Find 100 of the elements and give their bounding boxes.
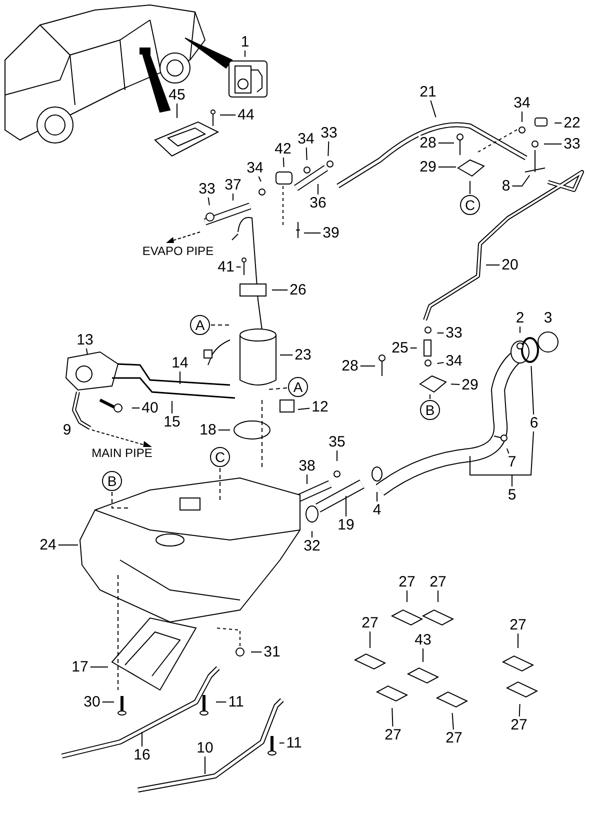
callout-number: 27 [510,718,528,732]
leader-line [280,354,294,356]
leader-line [204,756,206,774]
leader-line [486,264,500,266]
callout-number: 36 [308,196,328,210]
leader-line [376,492,378,502]
callout-number: 38 [298,458,316,474]
pipe-label: MAIN PIPE [90,447,154,459]
callout-number: 45 [168,88,186,102]
callout-number: 1 [240,34,250,50]
callout-number: 13 [76,332,94,348]
leader-line [306,474,308,484]
leader-line [422,648,424,662]
callout-number: 27 [360,616,380,630]
leader-line [450,384,460,386]
leader-line [220,114,236,116]
callout-number: 27 [444,730,464,746]
callout-number: 29 [418,160,438,174]
leader-line [258,176,262,182]
callout-number: 25 [390,340,410,356]
leader-line [282,157,284,168]
callout-number: 15 [162,414,182,430]
callout-number: 20 [500,258,520,272]
callout-number: 37 [224,178,242,192]
leader-line [58,544,78,546]
callout-number: 6 [528,416,540,430]
leader-line [90,666,108,668]
callout-number: 40 [140,400,160,416]
leader-line [518,704,520,717]
callout-number: 34 [444,354,464,368]
callout-number: 2 [514,310,526,326]
leader-line [554,122,562,124]
circled-reference-letter: A [190,315,210,335]
callout-number: 33 [320,126,338,140]
callout-number: 24 [38,538,58,552]
callout-number: 4 [372,502,382,518]
callout-number: 29 [460,378,480,392]
leader-line [232,193,234,201]
callout-number: 22 [562,116,582,130]
callout-number: 18 [198,422,218,438]
callout-number: 7 [506,454,518,470]
callout-number: 21 [418,84,438,100]
callout-number: 39 [322,226,340,240]
callout-number: 32 [302,538,322,554]
circled-reference-letter: A [288,377,308,397]
callout-number: 33 [198,182,216,196]
leader-line [278,742,285,744]
leader-line [210,324,230,326]
callout-number: 41 [216,260,236,274]
leader-line [438,166,456,168]
leader-line [208,197,210,206]
leader-line [236,266,242,268]
callout-number: 23 [294,348,312,362]
circled-reference-letter: B [102,471,122,491]
callout-number: 8 [500,178,512,194]
callout-number: 5 [506,488,518,502]
circled-reference-letter: C [210,447,230,467]
leader-line [506,448,510,454]
circled-reference-letter: C [460,195,480,215]
callout-number: 16 [132,748,152,762]
callout-number: 27 [398,574,416,590]
callout-number: 14 [170,356,190,370]
callout-number: 26 [288,282,308,298]
leader-line [244,50,246,58]
callout-number: 34 [512,96,532,110]
leader-line [438,142,454,144]
leader-line [336,450,338,462]
callout-number: 27 [384,728,402,742]
leader-line [304,232,322,234]
callout-number: 3 [542,310,554,326]
callout-number: 27 [428,574,448,590]
callout-number: 42 [274,142,292,156]
callout-number: 27 [508,618,528,632]
leader-line [452,712,454,730]
callout-number: 11 [285,736,303,750]
callout-number: 31 [262,644,282,660]
callout-number: 10 [196,740,214,756]
leader-line [512,174,530,186]
callout-number: 11 [227,694,245,710]
leader-line [430,100,436,118]
callout-number: 12 [310,400,330,414]
callout-number: 28 [340,358,360,374]
pipe-label: EVAPO PIPE [141,245,215,257]
leader-line [512,431,534,487]
leader-line [306,147,308,160]
leader-line [297,408,310,410]
callout-number: 19 [336,518,356,532]
callout-number: 30 [82,694,102,710]
circled-reference-letter: B [420,400,440,420]
callout-number: 43 [414,632,432,648]
callout-number: 28 [418,136,438,150]
leader-line [530,366,534,415]
callout-number: 17 [70,660,90,674]
leader-line [392,708,394,727]
callout-number: 34 [296,132,316,146]
leader-line [436,362,444,364]
callout-number: 33 [562,136,582,152]
leader-line [328,141,330,156]
leader-line [436,332,444,334]
callout-number: 9 [62,422,72,438]
